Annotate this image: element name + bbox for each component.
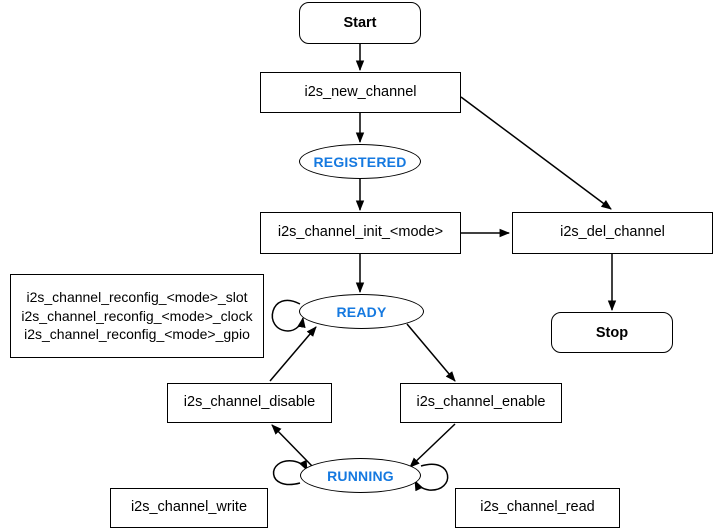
node-state-registered[interactable]: REGISTERED	[299, 144, 421, 179]
node-state-running[interactable]: RUNNING	[300, 458, 421, 493]
node-i2s-channel-init-label: i2s_channel_init_<mode>	[277, 224, 444, 241]
node-state-registered-label: REGISTERED	[313, 153, 407, 170]
node-i2s-channel-enable-label: i2s_channel_enable	[416, 394, 546, 411]
node-i2s-del-channel[interactable]: i2s_del_channel	[512, 212, 713, 254]
node-state-ready-label: READY	[336, 303, 387, 320]
node-i2s-channel-write-label: i2s_channel_write	[130, 499, 248, 516]
node-i2s-new-channel-label: i2s_new_channel	[304, 83, 417, 100]
node-i2s-channel-disable[interactable]: i2s_channel_disable	[167, 383, 332, 423]
edge-enable-to-running	[409, 423, 456, 468]
node-i2s-channel-reconfig[interactable]: i2s_channel_reconfig_<mode>_slot i2s_cha…	[10, 274, 264, 358]
node-i2s-channel-reconfig-label: i2s_channel_reconfig_<mode>_slot i2s_cha…	[21, 288, 253, 343]
edge-new-channel-to-del-channel	[460, 96, 612, 210]
node-i2s-del-channel-label: i2s_del_channel	[560, 224, 665, 241]
node-start[interactable]: Start	[299, 2, 421, 44]
edge-disable-to-ready	[269, 326, 317, 382]
node-stop-label: Stop	[595, 324, 629, 341]
edge-ready-to-enable	[406, 323, 456, 382]
node-start-label: Start	[343, 15, 377, 31]
node-i2s-new-channel[interactable]: i2s_new_channel	[260, 72, 461, 113]
node-i2s-channel-read-label: i2s_channel_read	[480, 499, 595, 516]
node-i2s-channel-disable-label: i2s_channel_disable	[183, 394, 316, 411]
node-i2s-channel-write[interactable]: i2s_channel_write	[110, 488, 268, 528]
node-state-ready[interactable]: READY	[299, 294, 424, 329]
node-i2s-channel-enable[interactable]: i2s_channel_enable	[400, 383, 562, 423]
edge-running-to-disable	[271, 424, 313, 467]
node-state-running-label: RUNNING	[327, 467, 394, 484]
node-i2s-channel-init[interactable]: i2s_channel_init_<mode>	[260, 212, 461, 254]
node-i2s-channel-read[interactable]: i2s_channel_read	[455, 488, 620, 528]
node-stop[interactable]: Stop	[551, 312, 673, 353]
edge-ready-self-loop	[271, 299, 306, 332]
